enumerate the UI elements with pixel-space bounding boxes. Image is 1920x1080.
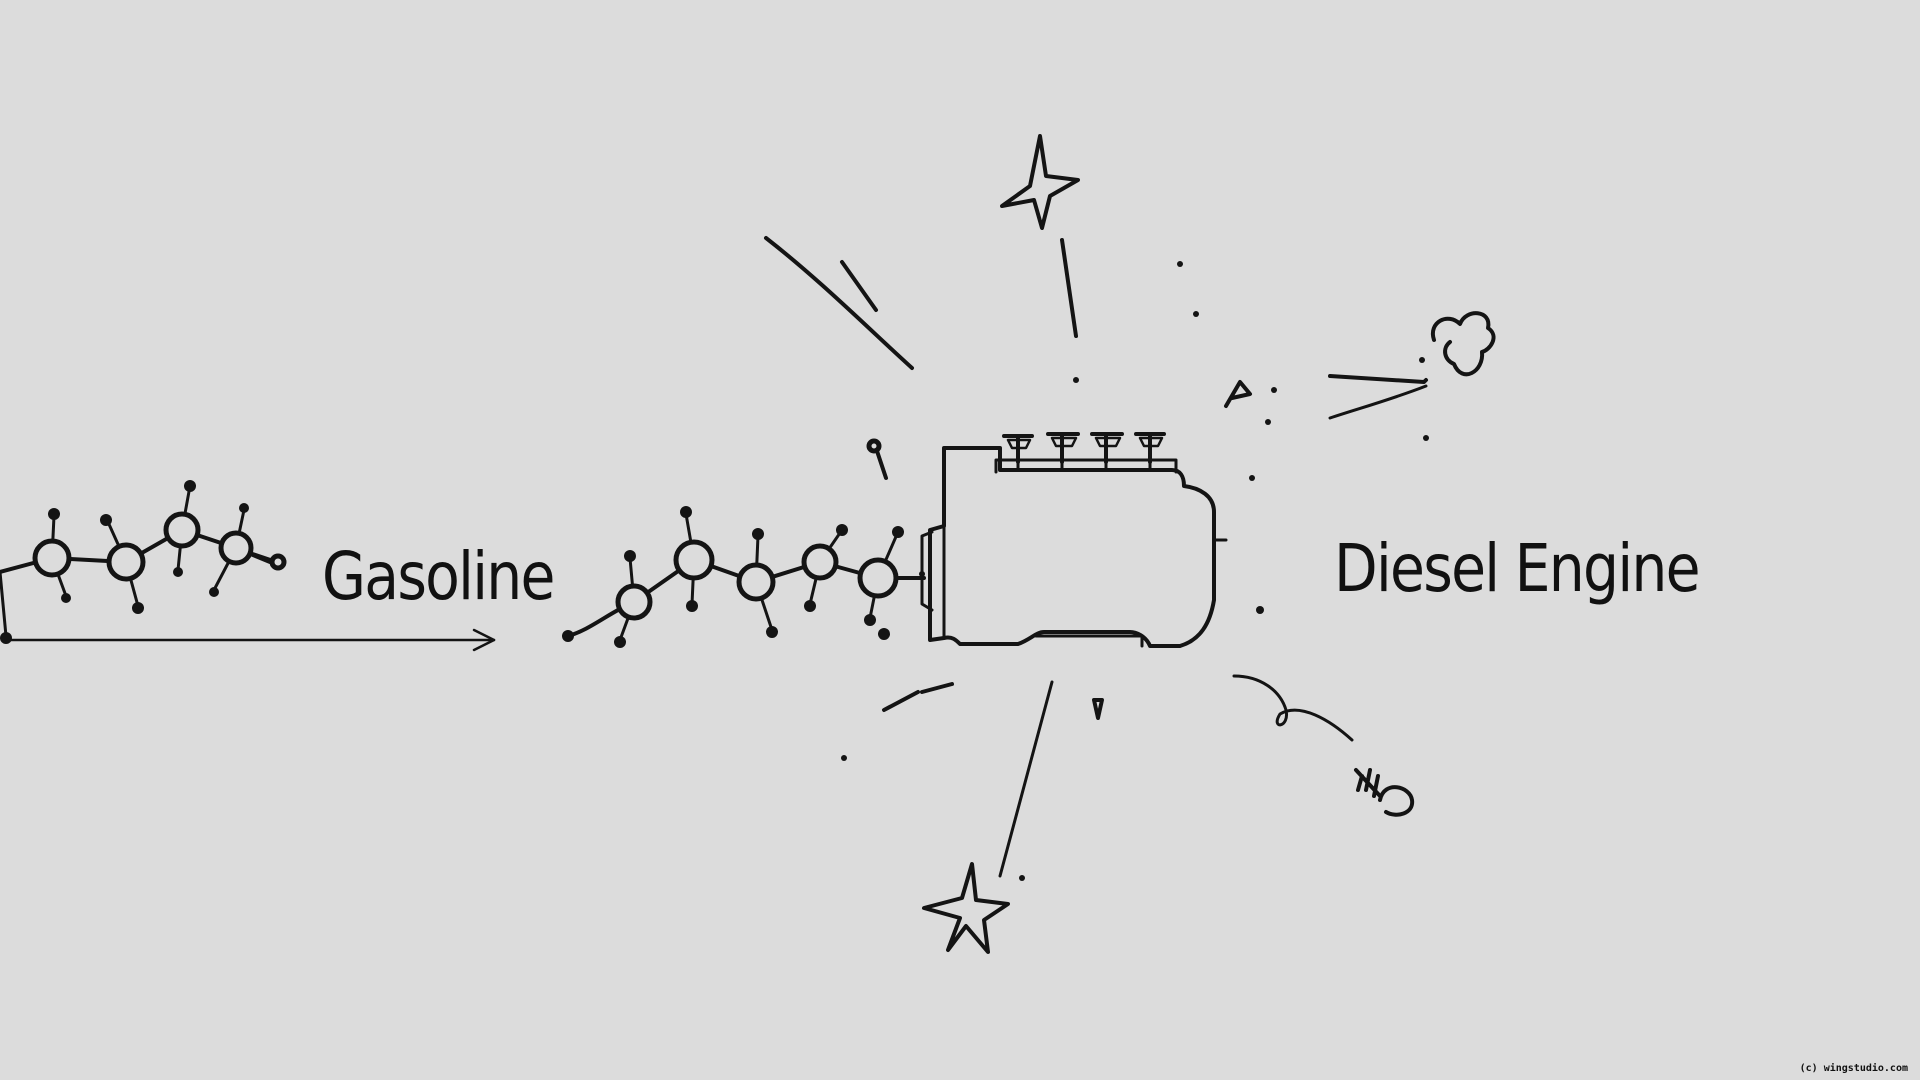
smoke-puff-icon: [1419, 311, 1496, 377]
sparkle-star-icon: [922, 862, 1010, 954]
gasoline-label: Gasoline: [322, 538, 555, 615]
hydrocarbon-molecule-icon: [0, 480, 287, 644]
arrow-right-icon: [0, 628, 496, 652]
screw-icon: [1354, 768, 1415, 817]
motion-lines: [764, 236, 1428, 878]
copyright-credit: (c) wingstudio.com: [1799, 1063, 1908, 1074]
debris-particles: [841, 261, 1429, 881]
sparkle-star-icon: [1000, 134, 1080, 230]
diesel-engine-label: Diesel Engine: [1334, 530, 1701, 607]
hydrocarbon-molecule-icon: [562, 506, 926, 648]
engine-block-icon: [920, 432, 1228, 648]
